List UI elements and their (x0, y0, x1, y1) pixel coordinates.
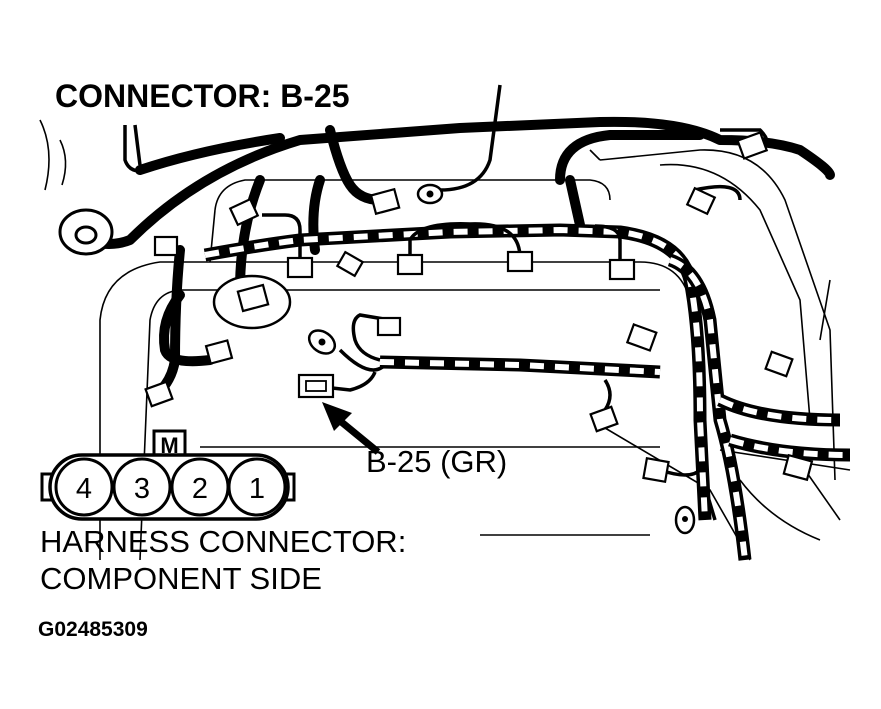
pin-3-label: 3 (134, 473, 150, 505)
harness-connector-face: M 4 3 2 1 (40, 429, 296, 521)
callout-arrow (322, 402, 381, 455)
engine-outline (39, 119, 851, 561)
grommets (58, 183, 696, 535)
harness-connectors (144, 131, 814, 484)
text-labels: CONNECTOR: B-25 B-25 (GR) HARNESS CONNEC… (38, 78, 507, 641)
harness-label-line1: HARNESS CONNECTOR: (40, 524, 406, 559)
diagram-title: CONNECTOR: B-25 (55, 78, 350, 114)
figure-code: G02485309 (38, 618, 148, 641)
striped-harness (203, 223, 851, 561)
pin-2-label: 2 (192, 473, 208, 505)
pin-4-label: 4 (76, 473, 92, 505)
callout-label: B-25 (GR) (366, 444, 507, 479)
pin-1-label: 1 (249, 473, 265, 505)
connector-key-label: M (160, 433, 178, 458)
harness-label-line2: COMPONENT SIDE (40, 561, 322, 596)
b25-connector-marker (297, 373, 335, 399)
